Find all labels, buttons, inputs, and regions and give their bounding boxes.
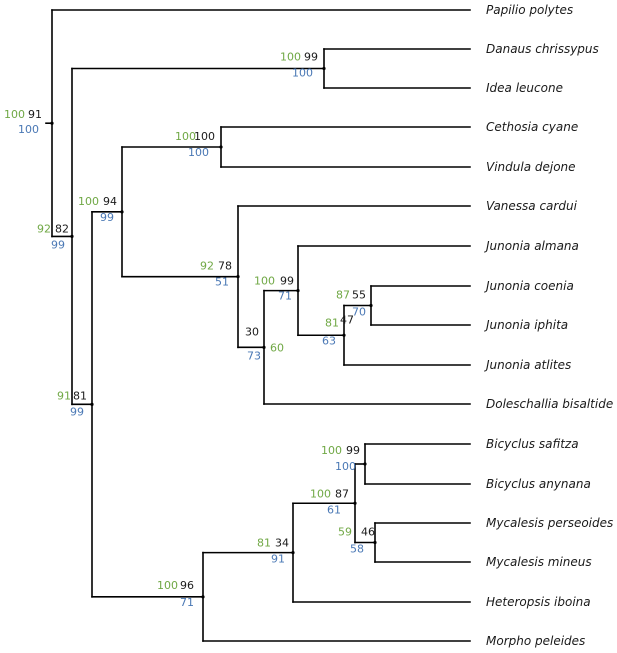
support-root-3: 100 [18,123,39,136]
support-cethosia-vindula-3: 100 [188,146,209,159]
support-coenia-iphita-3: 70 [352,306,366,319]
support-mycalesina-3: 91 [271,553,285,566]
support-nymphalinae-1: 92 [200,260,214,273]
support-mycalesina-1: 81 [257,537,271,550]
node-dot-coenia-iphita-atlites [342,333,346,337]
node-dot-satyrinae-morpho [201,595,205,599]
taxon-label-vindula-dejone: Vindula dejone [486,160,576,174]
node-dot-nymphalini-satyrinae [90,402,94,406]
support-junonia-doleschallia-1: 60 [270,341,284,354]
support-mycalesis-1: 59 [338,526,352,539]
support-danaus-idea-2: 99 [304,51,318,64]
support-bicyclus-mycalesis-1: 100 [310,487,331,500]
support-heliconiinae-nymphalinae-1: 100 [78,195,99,208]
node-dot-junonia [296,289,300,293]
support-mycalesis-2: 46 [361,526,375,539]
support-coenia-iphita-2: 55 [352,289,366,302]
node-dot-cethosia-vindula [219,145,223,149]
taxon-label-bicyclus-anynana: Bicyclus anynana [486,477,591,491]
support-root-1: 100 [4,108,25,121]
taxon-label-junonia-iphita: Junonia iphita [484,318,568,332]
support-nymphalinae-3: 51 [215,276,229,289]
node-dot-coenia-iphita [369,303,373,308]
node-dot-heliconiinae-nymphalinae [120,210,124,214]
taxon-label-papilio-polytes: Papilio polytes [486,3,573,17]
taxon-label-junonia-atlites: Junonia atlites [484,358,571,372]
support-danaus-idea-1: 100 [280,51,301,64]
support-bicyclus-3: 100 [335,460,356,473]
taxon-label-bicyclus-safitza: Bicyclus safitza [486,437,579,451]
support-nymphalini-satyrinae-1: 91 [57,389,71,402]
support-mycalesina-2: 34 [275,537,289,550]
node-dot-junonia-doleschallia [262,345,266,349]
support-junonia-2: 99 [280,275,294,288]
node-dot-mycalesis [373,540,377,545]
support-ingroup-1: 92 [37,222,51,235]
taxon-label-danaus-chrissypus: Danaus chrissypus [486,42,599,56]
tree-branches [45,9,471,642]
taxon-label-mycalesis-perseoides: Mycalesis perseoides [486,516,613,530]
node-dot-bicyclus [363,462,367,466]
node-dot-ingroup [70,234,74,239]
support-nymphalini-satyrinae-2: 81 [73,389,87,402]
support-bicyclus-2: 99 [346,444,360,457]
support-cethosia-vindula-2: 100 [194,130,215,143]
support-satyrinae-morpho-3: 71 [180,596,194,609]
support-coenia-iphita-atlites-2: 47 [340,313,354,326]
taxon-label-junonia-almana: Junonia almana [484,239,579,253]
support-root-2: 91 [28,108,42,121]
support-bicyclus-mycalesis-2: 87 [335,487,349,500]
support-nymphalini-satyrinae-3: 99 [70,405,84,418]
support-heliconiinae-nymphalinae-2: 94 [103,195,117,208]
taxon-label-idea-leucone: Idea leucone [486,81,563,95]
node-dot-danaus-idea [322,66,326,71]
taxon-label-mycalesis-mineus: Mycalesis mineus [486,555,592,569]
support-coenia-iphita-atlites-1: 81 [325,316,339,329]
taxon-label-heteropsis-iboina: Heteropsis iboina [486,595,591,609]
taxon-label-morpho-peleides: Morpho peleides [486,634,585,648]
support-ingroup-2: 82 [55,222,69,235]
support-danaus-idea-3: 100 [292,67,313,80]
taxon-label-cethosia-cyane: Cethosia cyane [486,120,578,134]
support-cethosia-vindula-1: 100 [175,130,196,143]
support-junonia-1: 100 [254,275,275,288]
node-dot-bicyclus-mycalesis [353,501,357,505]
support-coenia-iphita-1: 87 [336,289,350,302]
node-dot-root [50,121,54,125]
support-coenia-iphita-atlites-3: 63 [322,334,336,347]
node-dot-nymphalinae [236,275,240,279]
support-nymphalinae-2: 78 [218,260,232,273]
taxon-label-junonia-coenia: Junonia coenia [484,279,574,293]
support-satyrinae-morpho-1: 100 [157,579,178,592]
support-junonia-3: 71 [278,290,292,303]
node-dot-mycalesina [291,551,295,555]
support-bicyclus-1: 100 [321,444,342,457]
taxon-label-vanessa-cardui: Vanessa cardui [486,199,578,213]
support-junonia-doleschallia-3: 73 [247,349,261,362]
support-junonia-doleschallia-2: 30 [245,325,259,338]
support-heliconiinae-nymphalinae-3: 99 [100,211,114,224]
support-satyrinae-morpho-2: 96 [180,579,194,592]
support-bicyclus-mycalesis-3: 61 [327,503,341,516]
support-mycalesis-3: 58 [350,543,364,556]
support-ingroup-3: 99 [51,238,65,251]
taxon-label-doleschallia-bisaltide: Doleschallia bisaltide [486,397,613,411]
